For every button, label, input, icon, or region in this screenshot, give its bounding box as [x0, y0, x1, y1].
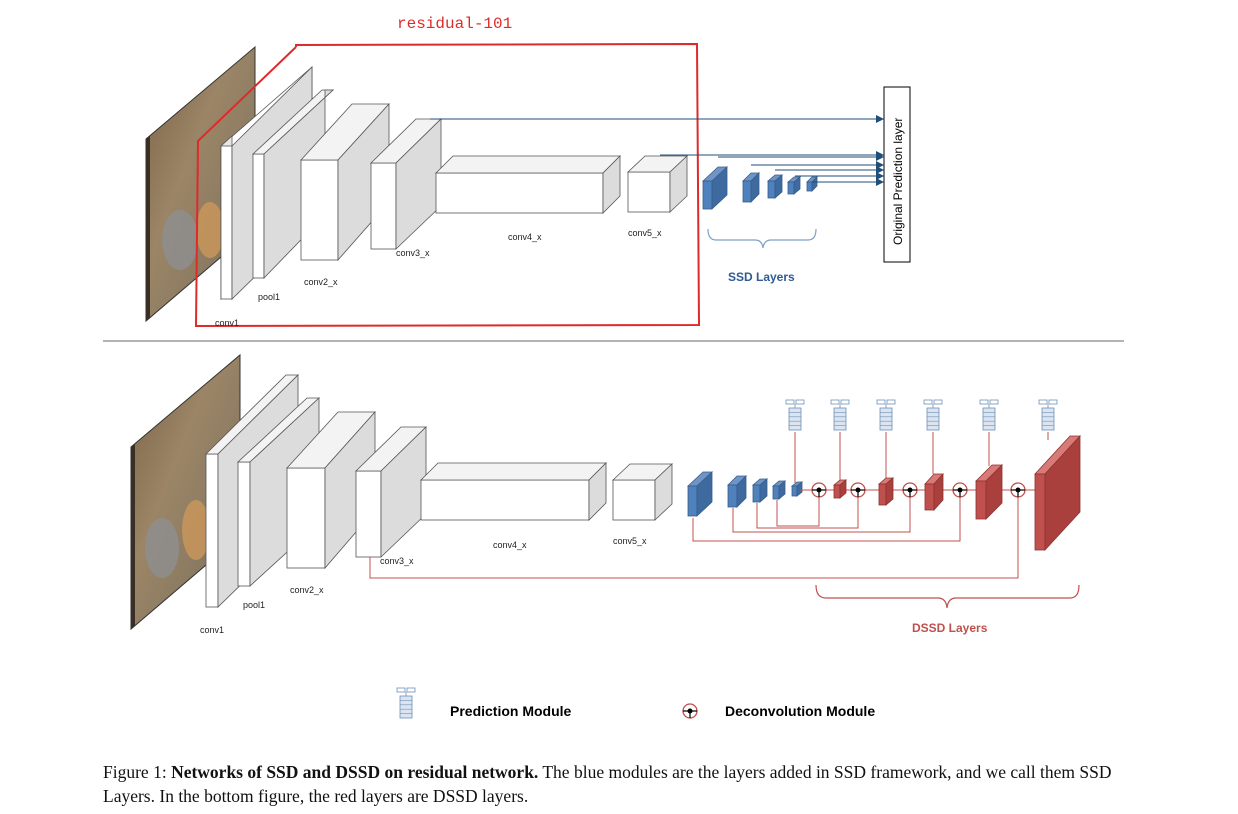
ssd-layers-bracket — [707, 228, 817, 249]
ssd-diagram: residual-101 — [145, 15, 911, 328]
dssd-layers-bracket — [815, 584, 1080, 609]
input-image-top — [145, 45, 256, 323]
original-prediction-layer-label: Original Prediction layer — [891, 118, 905, 245]
residual-101-label: residual-101 — [397, 15, 512, 33]
original-prediction-layer: Original Prediction layer — [883, 86, 911, 263]
legend: Prediction Module Deconvolution Module — [396, 687, 875, 719]
caption-bold: Networks of SSD and DSSD on residual net… — [171, 762, 539, 782]
conv3-label-bottom: conv3_x — [380, 556, 414, 566]
conv4-label-top: conv4_x — [508, 232, 542, 242]
conv4-block-top — [435, 155, 621, 214]
dssd-layers-label: DSSD Layers — [912, 621, 988, 635]
ssd-layers-top — [701, 166, 818, 210]
conv2-block-bottom — [286, 410, 376, 570]
dssd-layers — [832, 434, 1081, 552]
caption-prefix: Figure 1: — [103, 762, 172, 782]
conv5-block-bottom — [611, 463, 674, 521]
conv2-label-top: conv2_x — [304, 277, 338, 287]
conv2-label-bottom: conv2_x — [290, 585, 324, 595]
conv5-label-bottom: conv5_x — [613, 536, 647, 546]
conv3-label-top: conv3_x — [396, 248, 430, 258]
prediction-module-icon — [396, 687, 416, 719]
prediction-modules — [785, 399, 1058, 431]
residual-101-box — [194, 42, 701, 328]
figure-caption: Figure 1: Networks of SSD and DSSD on re… — [103, 760, 1143, 808]
conv5-label-top: conv5_x — [628, 228, 662, 238]
pool1-label-top: pool1 — [258, 292, 280, 302]
conv5-block-top — [626, 155, 689, 213]
dssd-diagram: DSSD Layers conv1 pool1 conv2_x conv3_x … — [130, 353, 1081, 635]
deconvolution-module-icon — [682, 703, 698, 719]
ssd-layers-label: SSD Layers — [728, 270, 795, 284]
prediction-module-label: Prediction Module — [450, 703, 572, 719]
conv1-label-top: conv1 — [215, 318, 239, 328]
pool1-label-bottom: pool1 — [243, 600, 265, 610]
conv4-label-bottom: conv4_x — [493, 540, 527, 550]
ssd-layers-bottom — [686, 471, 804, 517]
pool1-block-bottom — [236, 397, 321, 587]
prediction-arrows-top — [430, 115, 884, 186]
deconvolution-module-label: Deconvolution Module — [725, 703, 875, 719]
pool1-block-top — [251, 89, 335, 279]
conv3-block-top — [370, 118, 442, 250]
conv1-label-bottom: conv1 — [200, 625, 224, 635]
caption-rest: The blue modules are the layers added in… — [103, 762, 1112, 806]
conv4-block-bottom — [420, 462, 607, 521]
